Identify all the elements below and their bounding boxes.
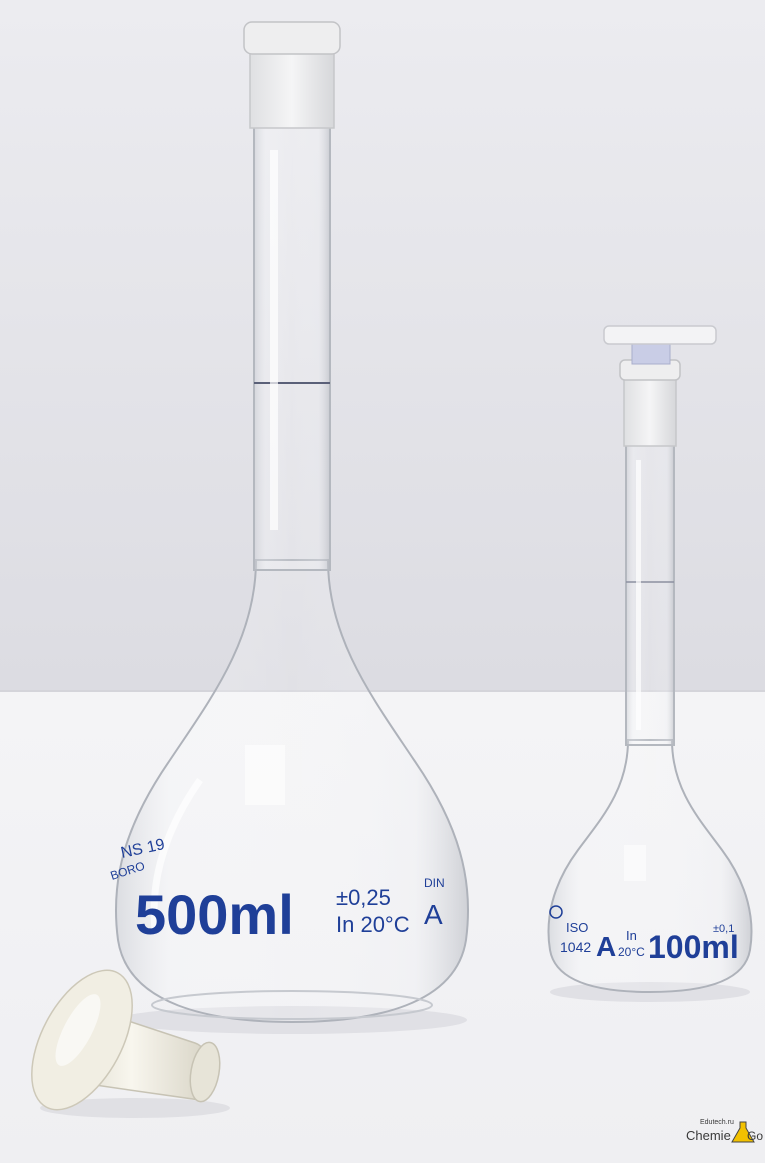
small-volumetric-flask: 100ml ±0,1 A In 20°C ISO 1042 [547,325,753,1002]
stopper-shadow [40,1098,230,1118]
small-flask-reflection [624,845,646,881]
small-flask-calibration-in-label: In [626,928,637,943]
large-flask-ground-joint [249,49,335,129]
large-flask-base [151,990,433,1020]
large-flask-capacity-label: 500ml [135,883,294,946]
small-flask-manufacturer-logo-icon [549,905,563,919]
loose-glass-stopper [31,969,230,1118]
small-flask-bulb [547,739,753,994]
large-flask-bulb [115,559,469,1024]
large-flask-class-label: A [424,899,443,930]
large-flask-neck [253,117,331,571]
small-flask-stopper-cap [603,325,717,345]
large-flask-standard-label: DIN [424,876,445,890]
small-flask-calibration-temp-label: 20°C [618,945,645,959]
small-flask-neck-highlight [636,460,641,730]
flask-logo-icon [731,1121,755,1143]
large-flask-bulb-highlight [150,777,203,931]
large-flask-neck-highlight [270,150,278,530]
small-flask-class-label: A [596,931,616,962]
large-flask-lip [243,21,341,55]
small-flask-tolerance-label: ±0,1 [713,923,734,935]
large-flask-calibration-label: In 20°C [336,912,410,937]
large-flask-reflection [245,745,285,805]
small-flask-ground-joint [623,373,677,447]
stopper-plug-end [189,1041,221,1103]
small-flask-standard-label: ISO [566,920,588,935]
large-volumetric-flask: 500ml ±0,25 In 20°C A DIN NS 19 BORO [109,21,469,1034]
small-flask-iso-number-label: 1042 [560,939,591,955]
stopper-cap-highlight [55,994,101,1066]
small-flask-neck [625,439,675,746]
large-flask-tolerance-label: ±0,25 [336,885,391,910]
small-flask-capacity-label: 100ml [648,929,739,965]
watermark-logo: Edutech.ru Chemie Go [686,1119,763,1143]
watermark-line1: Edutech.ru [700,1119,734,1126]
watermark-line2: Chemie [686,1128,731,1143]
watermark-line3: Go [747,1129,763,1143]
